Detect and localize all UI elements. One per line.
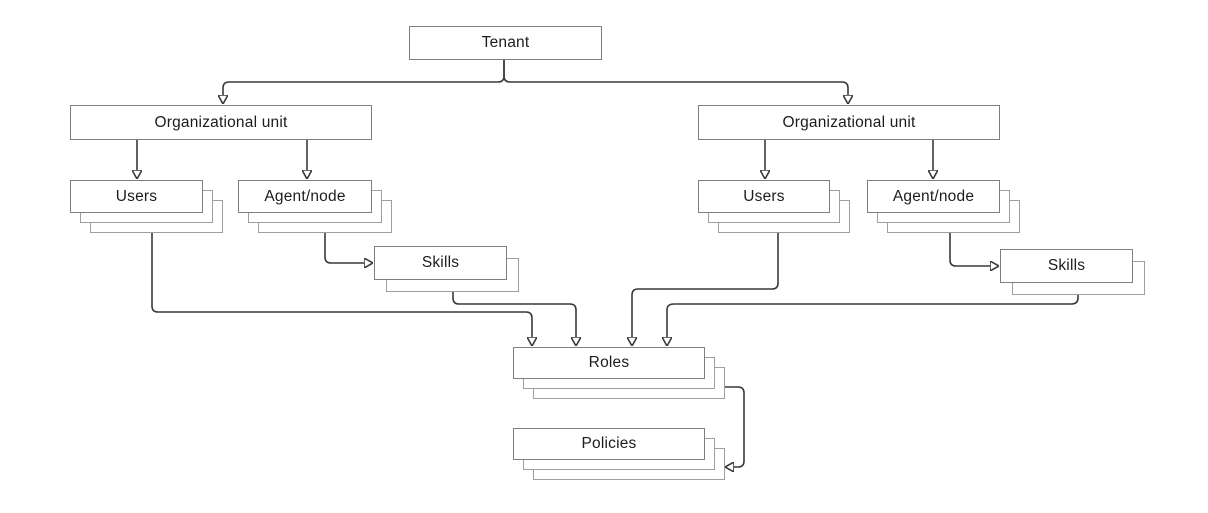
- edge-agent-right-to-skills-right: [949, 233, 990, 266]
- node-agent-right: Agent/node: [867, 180, 1000, 213]
- node-ou-left: Organizational unit: [70, 105, 372, 140]
- edge-agent-left-to-skills-left: [324, 233, 364, 263]
- node-users-left-label: Users: [115, 187, 158, 205]
- edge-skills-right-to-roles: [667, 295, 1079, 337]
- node-tenant: Tenant: [409, 26, 602, 60]
- node-roles-label: Roles: [588, 354, 630, 371]
- node-skills-right-label: Skills: [1047, 257, 1086, 274]
- edge-tenant-to-ou-right: [503, 60, 848, 95]
- node-agent-left-label: Agent/node: [264, 187, 346, 205]
- node-agent-right-label: Agent/node: [892, 187, 975, 205]
- edge-users-left-to-roles: [151, 233, 532, 337]
- node-ou-left-label: Organizational unit: [154, 113, 288, 131]
- node-ou-right: Organizational unit: [698, 105, 1000, 140]
- edge-skills-left-to-roles: [452, 292, 576, 337]
- node-skills-left-label: Skills: [421, 254, 460, 271]
- node-tenant-label: Tenant: [481, 34, 530, 51]
- edge-roles-to-policies: [725, 386, 745, 467]
- node-users-right: Users: [698, 180, 830, 213]
- edge-tenant-to-ou-left: [223, 60, 505, 95]
- node-roles: Roles: [513, 347, 705, 379]
- node-users-right-label: Users: [743, 187, 785, 205]
- node-policies: Policies: [513, 428, 705, 460]
- node-users-left: Users: [70, 180, 203, 213]
- node-ou-right-label: Organizational unit: [782, 113, 916, 131]
- node-skills-right: Skills: [1000, 249, 1133, 283]
- node-skills-left: Skills: [374, 246, 507, 280]
- node-policies-label: Policies: [581, 435, 637, 452]
- node-agent-left: Agent/node: [238, 180, 372, 213]
- edge-users-right-to-roles: [632, 233, 779, 337]
